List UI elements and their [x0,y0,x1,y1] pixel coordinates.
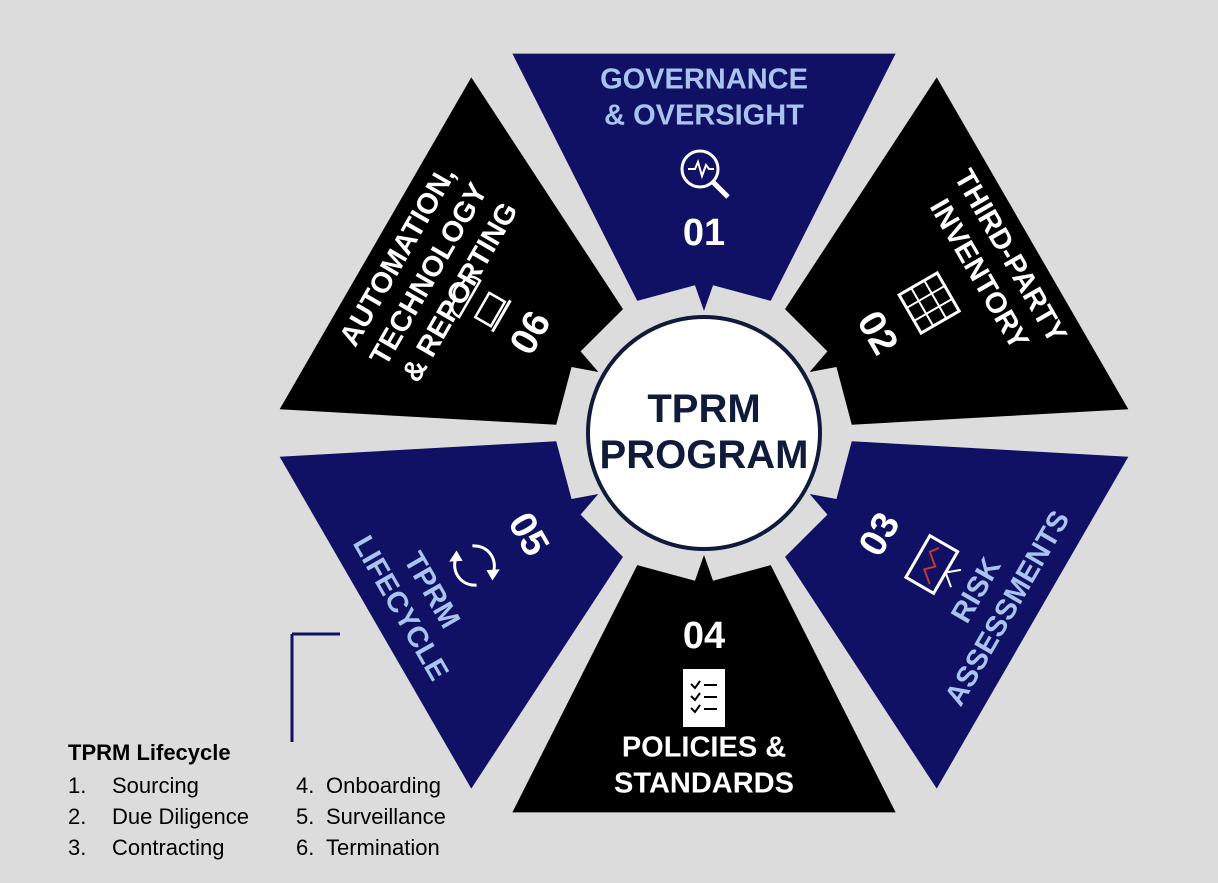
legend-item-label: Termination [326,835,440,860]
legend-item: 1. Sourcing [68,770,296,801]
legend-item-label: Surveillance [326,804,446,829]
grid-table-icon [897,270,962,336]
center-hub [586,315,822,551]
segment-number: 04 [683,615,725,657]
segment-shape [279,441,623,789]
segment-shape [785,441,1129,789]
segment-label-line: GOVERNANCE [600,64,808,96]
cycle-arrows-icon [449,544,500,587]
segment-label-line: & OVERSIGHT [604,100,804,132]
lifecycle-legend: TPRM Lifecycle 1. Sourcing 4. Onboarding 2. D… [68,740,496,863]
segment-number: 01 [683,212,725,254]
legend-item: 5. Surveillance [296,801,496,832]
legend-item-number: 1. [68,773,87,798]
legend-item-label: Contracting [112,835,225,860]
segment-shape [785,77,1129,425]
monitor-chart-icon [903,533,962,596]
legend-title: TPRM Lifecycle [68,740,231,765]
legend-item-number: 3. [68,835,87,860]
legend-item-number: 2. [68,804,87,829]
segment-label-line: POLICIES & [622,732,786,764]
magnifier-pulse-icon [680,149,730,199]
legend-item-number: 6. [296,835,315,860]
legend-item: 3. Contracting [68,832,296,863]
segment-shape [279,77,623,425]
segment-04: POLICIES & STANDARDS 04 [512,555,896,813]
center-title-line1: TPRM [647,387,760,431]
legend-list: 1. Sourcing 4. Onboarding 2. Due Diligence 5. S… [68,770,496,863]
legend-item-label: Due Diligence [112,804,249,829]
legend-item-label: Onboarding [326,773,441,798]
legend-item-number: 5. [296,804,315,829]
legend-item: 6. Termination [296,832,496,863]
checklist-document-icon [683,669,725,727]
cloud-devices-icon [450,275,512,333]
segment-label-line: STANDARDS [614,768,794,800]
legend-item: 4. Onboarding [296,770,496,801]
center-title-line2: PROGRAM [600,433,809,477]
legend-item: 2. Due Diligence [68,801,296,832]
segment-shape [512,53,896,311]
legend-item-number: 4. [296,773,315,798]
legend-item-label: Sourcing [112,773,199,798]
segment-01: GOVERNANCE & OVERSIGHT 01 [512,53,896,311]
